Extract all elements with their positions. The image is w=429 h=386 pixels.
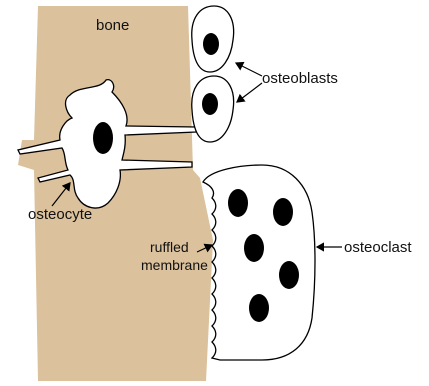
label-osteocyte: osteocyte xyxy=(28,206,92,223)
label-osteoclast: osteoclast xyxy=(344,239,412,256)
osteoblast-lower-nucleus xyxy=(202,93,218,115)
osteoclast-nucleus-1 xyxy=(228,189,248,217)
osteoclast-nucleus-4 xyxy=(279,261,299,289)
arrow-osteoblast-upper xyxy=(236,63,262,76)
osteoblast-upper-nucleus xyxy=(203,33,219,55)
osteocyte-nucleus xyxy=(93,122,113,154)
label-osteoblasts: osteoblasts xyxy=(262,70,338,87)
label-ruffled: ruffled xyxy=(150,239,189,255)
osteoclast-cell xyxy=(203,165,315,360)
osteoclast-nucleus-5 xyxy=(249,294,269,322)
arrow-osteoblast-lower xyxy=(237,83,262,102)
osteoclast-nucleus-3 xyxy=(244,234,264,262)
label-membrane: membrane xyxy=(141,257,208,273)
osteoclast-nucleus-2 xyxy=(273,198,293,226)
label-bone: bone xyxy=(96,17,129,34)
